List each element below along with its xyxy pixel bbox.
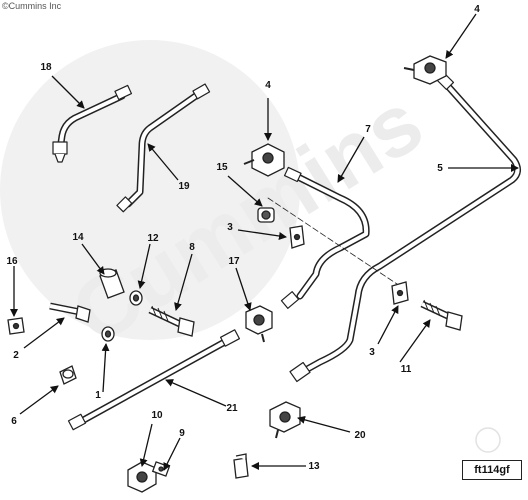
- banjo-fitting-4b: [403, 55, 447, 85]
- callout-3b: 3: [369, 347, 375, 358]
- callout-14: 14: [72, 232, 84, 243]
- assembly-centerline: [267, 197, 401, 287]
- callout-21: 21: [226, 403, 238, 414]
- callout-11: 11: [401, 364, 412, 375]
- banjo-fitting-4a: [243, 143, 285, 177]
- callout-numbers: 1 2 3 3 4 4 5 6 7 8 9 10 11 12 13 14 16 …: [6, 4, 480, 472]
- bolt-8: [148, 305, 195, 337]
- callout-18: 18: [40, 62, 52, 73]
- callout-4b: 4: [474, 4, 480, 15]
- banjo-fitting-17: [245, 305, 273, 343]
- spacer-15: [257, 207, 275, 223]
- callout-16: 16: [6, 256, 18, 267]
- copyright-notice: ©Cummins Inc: [2, 1, 62, 11]
- callout-15: 15: [216, 162, 228, 173]
- bolt-11: [420, 299, 463, 331]
- leader-arrows: [10, 13, 519, 471]
- callout-6: 6: [11, 416, 17, 427]
- clip-16: [7, 317, 25, 335]
- callout-2: 2: [13, 350, 19, 361]
- clip-3a: [289, 225, 305, 249]
- sleeve-14: [99, 268, 125, 299]
- callout-3a: 3: [227, 222, 233, 233]
- callout-8: 8: [189, 242, 195, 253]
- fuel-tube-7: [280, 166, 370, 309]
- callout-1: 1: [95, 390, 101, 401]
- figure-code: ft114gf: [462, 460, 522, 480]
- washer-12: [129, 290, 143, 306]
- fuel-tube-19: [116, 83, 211, 213]
- callout-20: 20: [354, 430, 366, 441]
- callout-10: 10: [151, 410, 163, 421]
- bolt-2: [49, 302, 91, 323]
- watermark-logo: Cummins: [0, 40, 501, 453]
- adapter-13: [233, 453, 249, 479]
- banjo-fitting-20: [269, 401, 301, 439]
- callout-5: 5: [437, 163, 443, 174]
- callout-4a: 4: [265, 80, 271, 91]
- clip-3b: [391, 281, 409, 305]
- banjo-fitting-10: [127, 461, 157, 493]
- callout-19: 19: [178, 181, 190, 192]
- callout-9: 9: [179, 428, 185, 439]
- callout-7: 7: [365, 124, 371, 135]
- callout-13: 13: [308, 461, 320, 472]
- callout-17: 17: [228, 256, 240, 267]
- fuel-tube-21: [67, 329, 241, 431]
- callout-12: 12: [147, 233, 159, 244]
- fuel-tube-18: [52, 84, 133, 163]
- washer-1: [101, 326, 115, 342]
- plug-6: [59, 365, 77, 385]
